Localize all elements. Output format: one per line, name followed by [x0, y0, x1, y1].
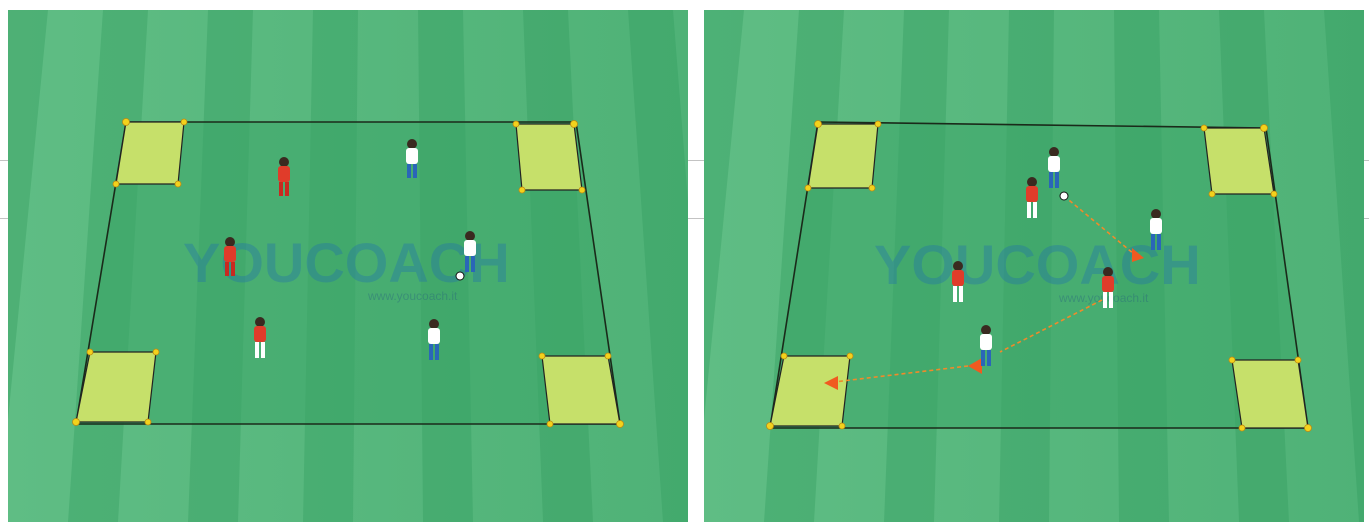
corner-zone-bottom-right — [1232, 360, 1308, 428]
diagram-setup: YOUCOACH www.youcoach.it — [8, 10, 688, 522]
corner-zone-bottom-left — [76, 352, 156, 422]
corner-zone-top-right — [1204, 128, 1274, 194]
pitch-setup: YOUCOACH www.youcoach.it — [8, 10, 688, 522]
corner-zone-top-right — [516, 124, 582, 190]
corner-zone-bottom-right — [542, 356, 620, 424]
ball — [456, 272, 464, 280]
ball — [1060, 192, 1068, 200]
corner-zone-top-left — [808, 124, 878, 188]
corner-zone-bottom-left — [770, 356, 850, 426]
diagram-play-sequence: YOUCOACH www.youcoach.it — [704, 10, 1364, 522]
pitch-play-sequence: YOUCOACH www.youcoach.it — [704, 10, 1364, 522]
watermark-url: www.youcoach.it — [367, 289, 458, 303]
corner-zone-top-left — [116, 122, 184, 184]
